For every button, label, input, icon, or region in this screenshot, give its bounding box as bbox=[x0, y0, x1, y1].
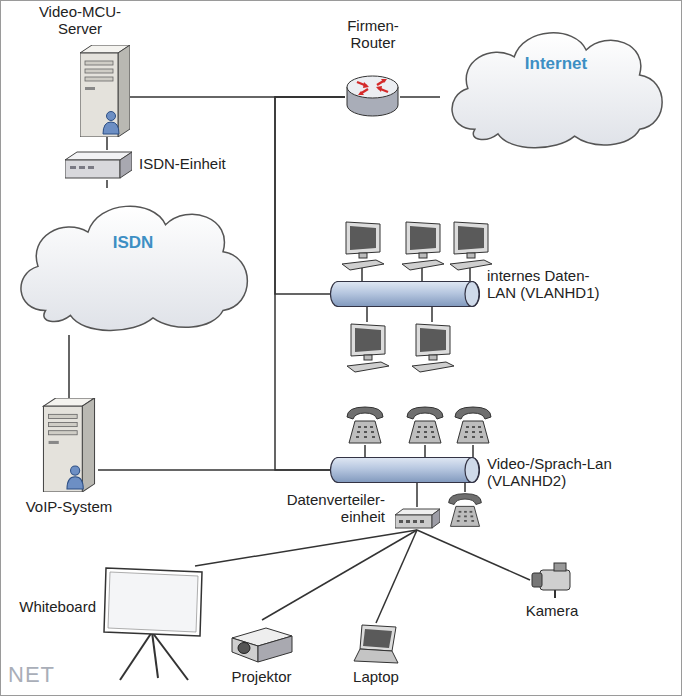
node-label: Video-/Sprach-Lan (VLANHD2) bbox=[487, 455, 637, 490]
cloud: ISDN bbox=[8, 188, 258, 335]
router-icon: Firmen- Router bbox=[345, 75, 400, 118]
lan-bus: Video-/Sprach-Lan (VLANHD2) bbox=[330, 457, 480, 483]
node-label: Whiteboard bbox=[12, 598, 96, 615]
network-link bbox=[376, 530, 417, 623]
node-label: Datenverteiler- einheit bbox=[245, 491, 385, 526]
network-link bbox=[400, 96, 440, 98]
node-label: Kamera bbox=[512, 602, 592, 619]
isdn-unit-shape bbox=[65, 150, 132, 180]
network-link bbox=[106, 137, 108, 150]
hub-icon-shape bbox=[395, 507, 440, 530]
node-label: ISDN bbox=[8, 233, 258, 253]
node-label: Video-MCU- Server bbox=[30, 3, 130, 38]
cloud-shape bbox=[440, 16, 672, 152]
projector-icon-shape bbox=[228, 620, 295, 665]
network-link bbox=[275, 97, 345, 294]
whiteboard-icon-shape bbox=[100, 566, 205, 682]
laptop-icon: Laptop bbox=[352, 623, 400, 667]
camera-icon: Kamera bbox=[530, 560, 575, 600]
projector-icon: Projektor bbox=[228, 620, 295, 665]
lan-bus-shape bbox=[330, 281, 480, 307]
node-label: internes Daten- LAN (VLANHD1) bbox=[487, 267, 609, 302]
server-icon-shape bbox=[80, 45, 130, 137]
router-icon-shape bbox=[345, 75, 400, 118]
cloud: Internet bbox=[440, 16, 672, 152]
network-link bbox=[195, 530, 417, 566]
network-link bbox=[417, 530, 530, 580]
network-link bbox=[416, 483, 418, 507]
network-link bbox=[262, 530, 417, 620]
server-icon: VoIP-System bbox=[40, 398, 98, 492]
network-link bbox=[68, 335, 70, 398]
camera-icon-shape bbox=[530, 560, 575, 600]
node-label: Firmen- Router bbox=[333, 17, 413, 52]
node-label: Laptop bbox=[336, 668, 416, 685]
node-label: Projektor bbox=[218, 668, 305, 685]
whiteboard-icon: Whiteboard bbox=[100, 566, 205, 682]
lan-bus-shape bbox=[330, 457, 480, 483]
network-link bbox=[106, 180, 108, 188]
server-icon-shape bbox=[40, 398, 98, 492]
server-icon: Video-MCU- Server bbox=[80, 45, 130, 137]
node-label: Internet bbox=[440, 54, 672, 74]
node-label: ISDN-Einheit bbox=[139, 155, 249, 172]
laptop-icon-shape bbox=[352, 623, 400, 667]
cloud-shape bbox=[8, 188, 258, 335]
hub-icon: Datenverteiler- einheit bbox=[395, 507, 440, 530]
isdn-unit: ISDN-Einheit bbox=[65, 150, 132, 180]
lan-bus: internes Daten- LAN (VLANHD1) bbox=[330, 281, 480, 307]
node-label: VoIP-System bbox=[9, 498, 129, 515]
watermark: NET bbox=[8, 662, 55, 688]
network-link bbox=[98, 469, 330, 471]
